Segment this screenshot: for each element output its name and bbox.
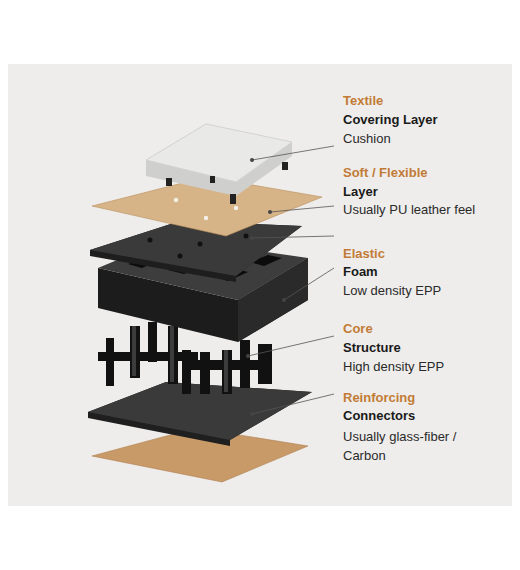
part-note: Usually glass-fiber / Carbon [343,427,493,465]
part-name: Connectors [343,408,415,424]
group-heading: Core [343,321,373,337]
mat-holes [148,234,249,259]
part-name: Layer [343,184,378,200]
pu-holes [174,198,238,220]
foam-right [238,258,308,342]
cushion-feet [166,162,288,204]
group-heading: Reinforcing [343,390,415,406]
leader-lines [248,146,334,414]
part-note: Usually PU leather feel [343,202,475,218]
leader-dots [246,158,286,416]
group-heading: Elastic [343,246,385,262]
part-name: Covering Layer [343,112,438,128]
part-note: Cushion [343,131,391,147]
textile-cushion [146,124,292,182]
mat-side [90,221,302,282]
part-name: Structure [343,340,401,356]
group-heading: Soft / Flexible [343,165,428,181]
group-heading: Textile [343,93,383,109]
part-note: High density EPP [343,359,444,375]
part-name: Foam [343,264,378,280]
part-note: Low density EPP [343,283,441,299]
